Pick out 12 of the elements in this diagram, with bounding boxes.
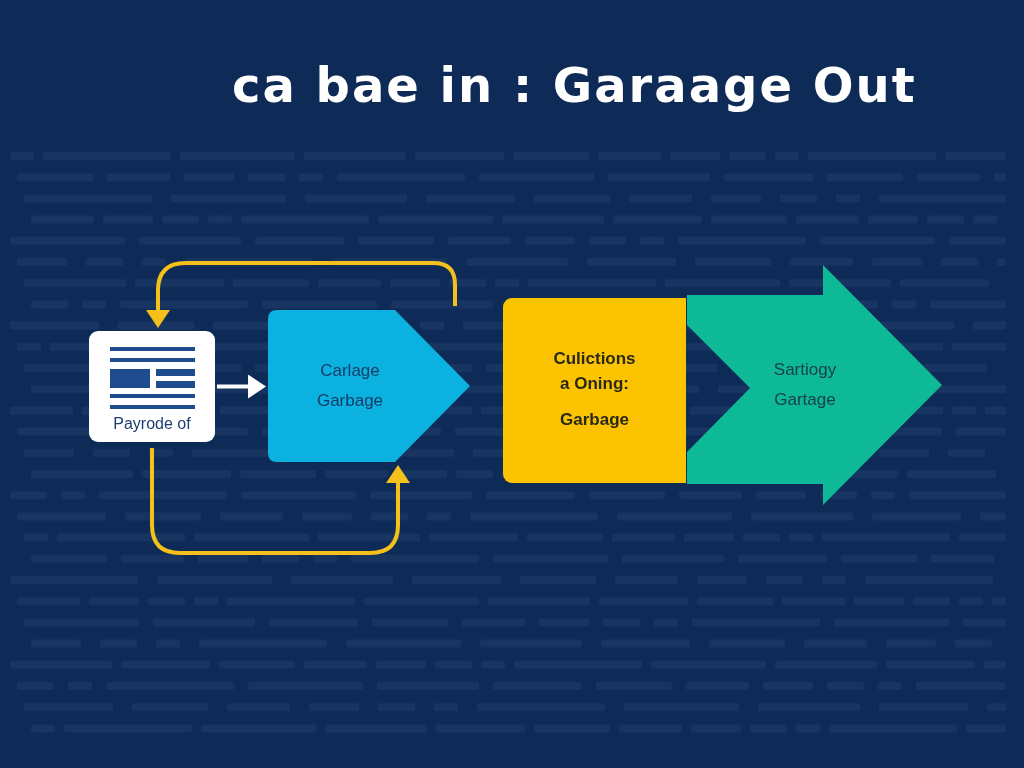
node-label: Garbage xyxy=(560,408,629,431)
process-box xyxy=(503,298,686,483)
arrow xyxy=(217,374,266,399)
chevron-arrow-shape xyxy=(687,265,942,505)
node-label: Payrode of xyxy=(113,414,191,434)
node-label: Carlage Garbage xyxy=(315,360,385,412)
pentagon-shape xyxy=(268,310,470,462)
node-label: Sartiogy Gartage xyxy=(772,359,838,411)
loop-arrow xyxy=(150,448,410,555)
document-card xyxy=(89,331,215,442)
node-label: Culictions a Oning: xyxy=(552,347,637,395)
loop-arrow xyxy=(146,261,457,328)
